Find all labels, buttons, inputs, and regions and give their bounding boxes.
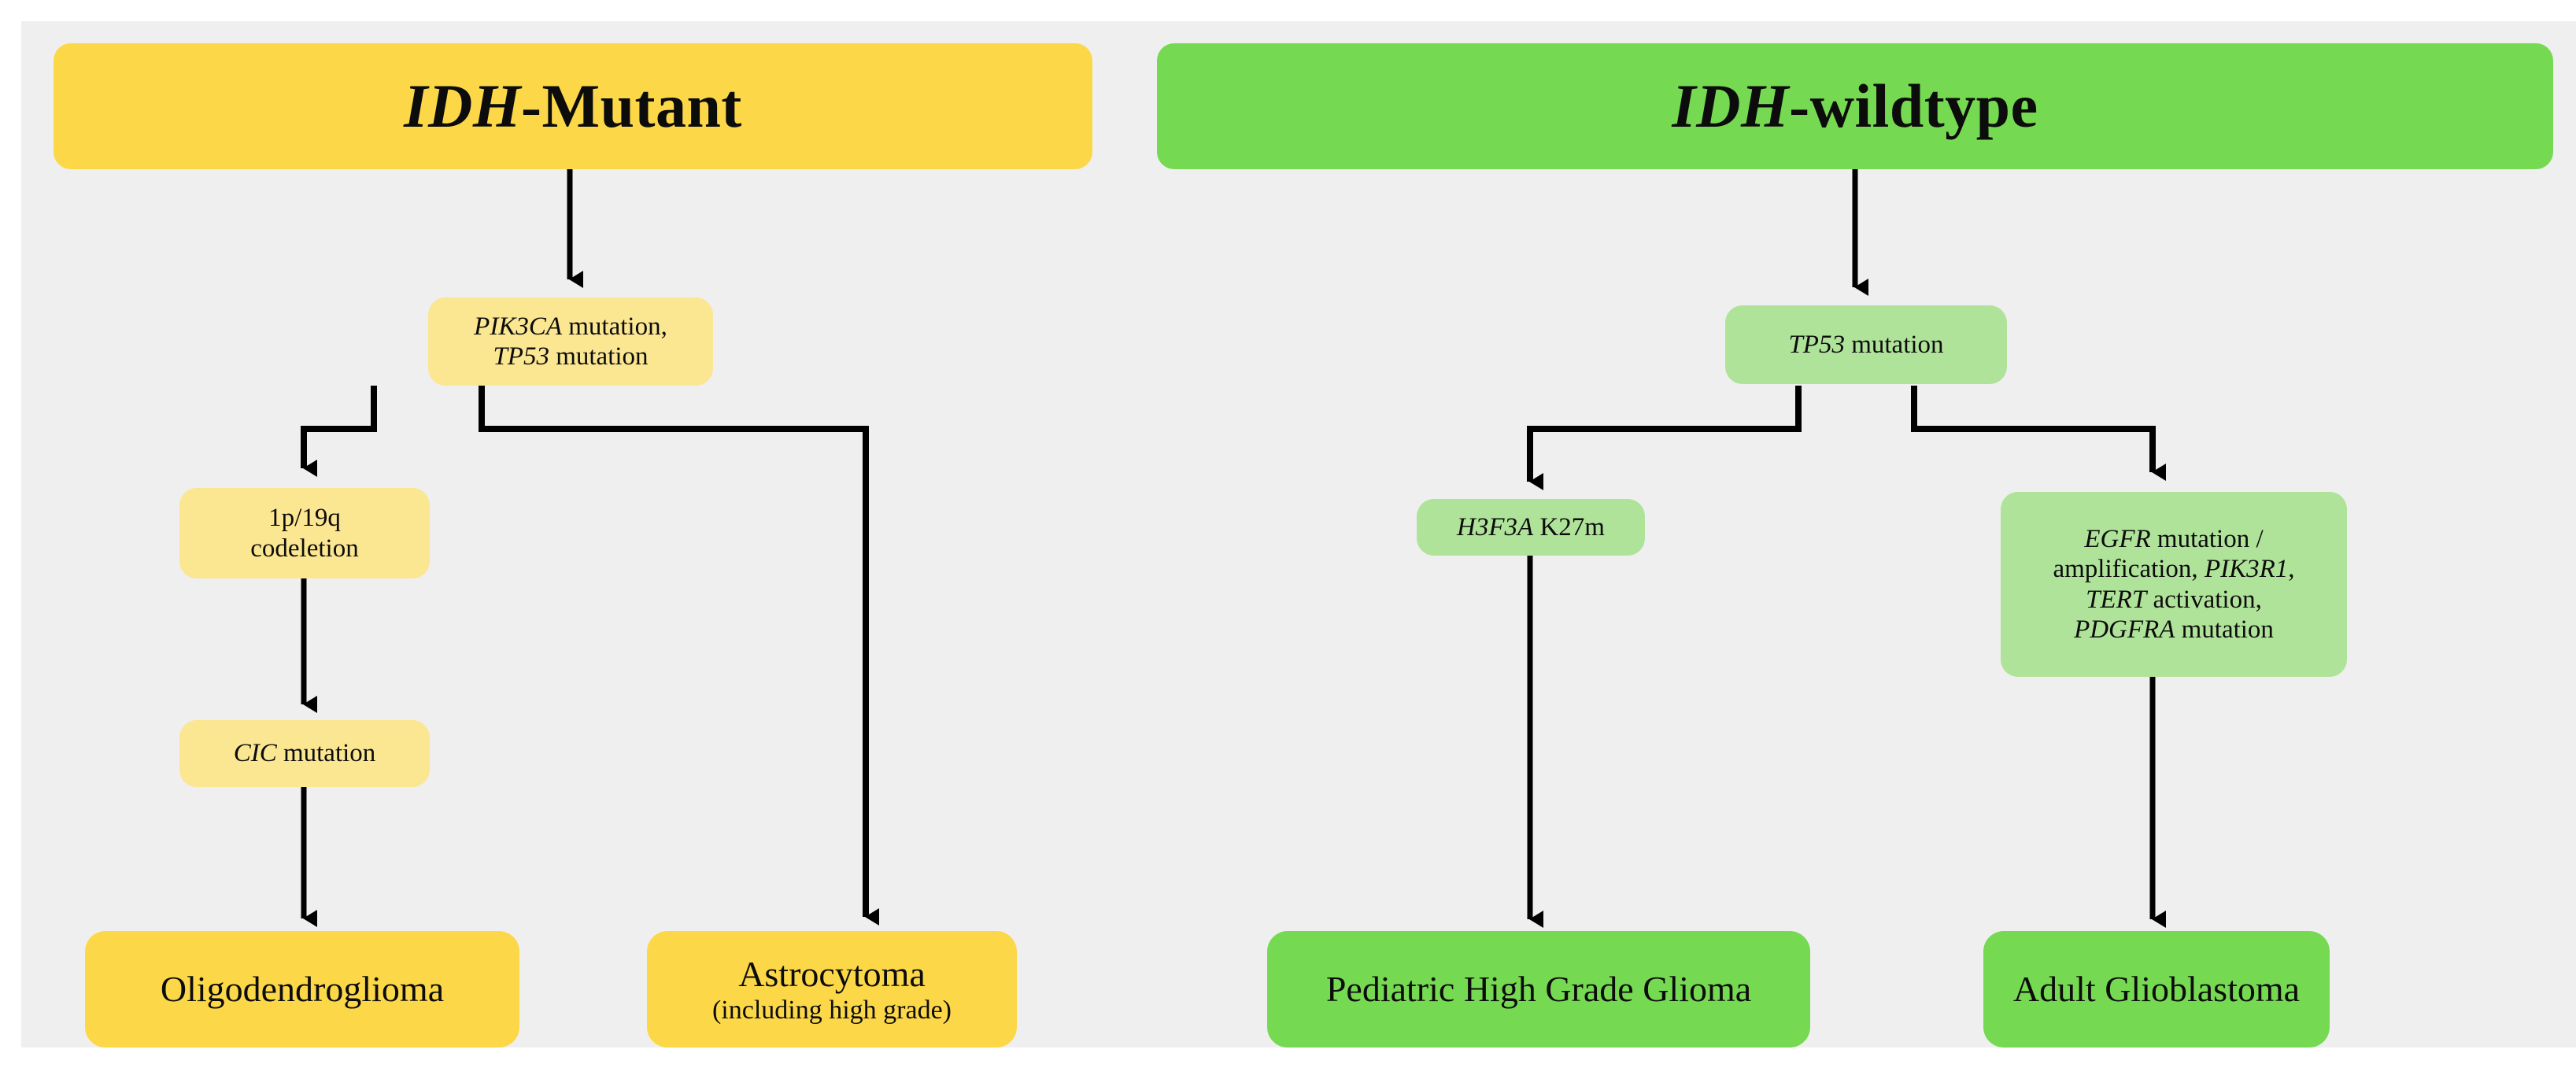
header-idh-mutant-gene: IDH — [404, 71, 522, 140]
amplification-label: amplification, — [2053, 555, 2205, 584]
tp53-gene-label-left: TP53 — [493, 342, 549, 371]
terminal-pediatric-high-grade-glioma: Pediatric High Grade Glioma — [1267, 931, 1810, 1048]
pdgfra-gene-label: PDGFRA — [2074, 615, 2175, 644]
node-egfr-cluster: EGFR mutation / amplification, PIK3R1, T… — [2001, 492, 2347, 677]
header-idh-wildtype: IDH-wildtype — [1157, 43, 2553, 169]
pik3ca-rest-label: mutation, — [562, 312, 667, 341]
terminal-astrocytoma: Astrocytoma (including high grade) — [647, 931, 1017, 1048]
header-idh-wildtype-gene: IDH — [1672, 71, 1790, 140]
terminal-oligodendroglioma: Oligodendroglioma — [85, 931, 519, 1048]
node-pik3ca-tp53-mutation: PIK3CA mutation, TP53 mutation — [428, 297, 713, 386]
tp53-rest-label-left: mutation — [549, 342, 649, 371]
oligodendroglioma-label: Oligodendroglioma — [160, 969, 445, 1010]
header-idh-mutant-rest: -Mutant — [521, 71, 742, 140]
codeletion-line2: codeletion — [250, 534, 359, 563]
h3f3a-rest-label: K27m — [1533, 512, 1605, 541]
h3f3a-gene-label: H3F3A — [1457, 512, 1534, 541]
pdgfra-rest-label: mutation — [2175, 615, 2274, 644]
header-idh-wildtype-rest: -wildtype — [1789, 71, 2038, 140]
cic-rest-label: mutation — [276, 739, 376, 768]
tert-rest-label: activation, — [2146, 585, 2262, 614]
header-idh-mutant: IDH-Mutant — [54, 43, 1092, 169]
tert-gene-label: TERT — [2086, 585, 2147, 614]
pik3r1-gene-label: PIK3R1 — [2204, 555, 2289, 584]
node-h3f3a-k27m: H3F3A K27m — [1417, 499, 1645, 556]
pik3ca-gene-label: PIK3CA — [474, 312, 562, 341]
tp53-gene-label-right: TP53 — [1788, 330, 1845, 359]
pik3r1-post-label: , — [2288, 555, 2295, 584]
codeletion-line1: 1p/19q — [268, 504, 341, 533]
astrocytoma-sublabel: (including high grade) — [711, 995, 952, 1025]
cic-gene-label: CIC — [233, 739, 277, 768]
pediatric-high-grade-glioma-label: Pediatric High Grade Glioma — [1325, 969, 1752, 1010]
egfr-gene-label: EGFR — [2084, 524, 2151, 553]
node-cic-mutation: CIC mutation — [179, 720, 430, 787]
terminal-adult-glioblastoma: Adult Glioblastoma — [1983, 931, 2330, 1048]
node-tp53-mutation-right: TP53 mutation — [1725, 305, 2007, 384]
adult-glioblastoma-label: Adult Glioblastoma — [2012, 969, 2301, 1010]
astrocytoma-label: Astrocytoma — [738, 953, 926, 994]
egfr-rest-label: mutation / — [2150, 524, 2264, 553]
node-1p19q-codeletion: 1p/19q codeletion — [179, 488, 430, 578]
tp53-rest-label-right: mutation — [1844, 330, 1944, 359]
